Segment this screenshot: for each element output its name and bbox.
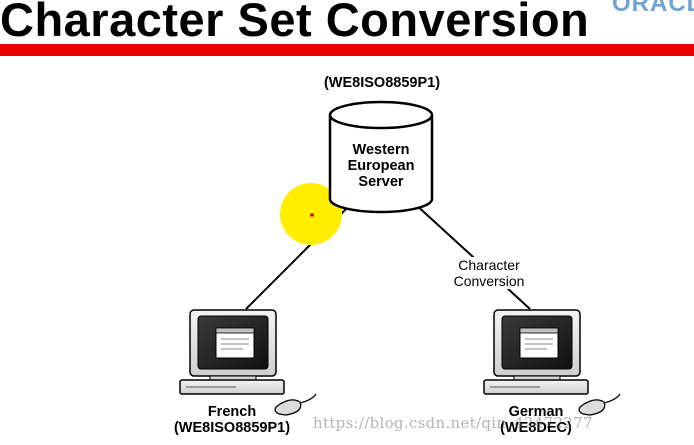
french-computer-icon [179, 309, 317, 416]
slide-title: Character Set Conversion [0, 0, 590, 46]
server-name-line-2: European [347, 158, 415, 174]
german-client-name: German [508, 404, 564, 420]
german-computer-icon [483, 309, 621, 416]
pointer-dot [310, 213, 314, 217]
brand-logo-fragment: ORACL [612, 0, 694, 17]
german-client-charset: (WE8DEC) [500, 420, 572, 436]
server-name-label: Western European Server [333, 142, 429, 190]
french-client-charset: (WE8ISO8859P1) [173, 420, 291, 436]
database-icon [328, 100, 434, 214]
title-underline-bar [0, 44, 694, 56]
server-name-line-1: Western [352, 142, 410, 158]
conversion-line-1: Character [458, 257, 520, 273]
server-charset-label: (WE8ISO8859P1) [323, 75, 441, 91]
watermark-url: https://blog.csdn.net/qin_42472277 [313, 414, 593, 432]
character-conversion-label: Character Conversion [444, 257, 534, 289]
server-to-german-line [413, 202, 531, 310]
french-client-name: French [207, 404, 257, 420]
server-name-line-3: Server [358, 174, 404, 190]
conversion-line-2: Conversion [453, 273, 525, 289]
